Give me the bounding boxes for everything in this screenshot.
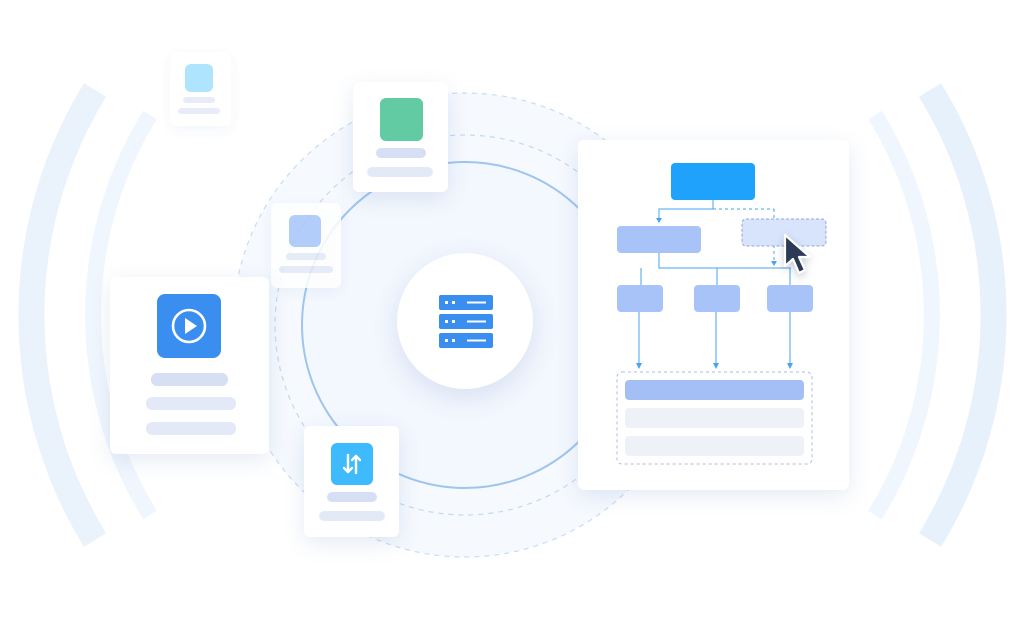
flow-output-bar-2 bbox=[625, 408, 804, 428]
green-card-bar-2 bbox=[367, 167, 433, 177]
outer-arc-right bbox=[918, 83, 1007, 547]
flow-output-bar-3 bbox=[625, 436, 804, 456]
outer-arc-left bbox=[18, 83, 107, 547]
video-card-bar-2 bbox=[146, 397, 236, 410]
light-blue-bar-2 bbox=[279, 266, 333, 273]
flow-node-root bbox=[671, 163, 755, 200]
flowchart-diagram bbox=[616, 163, 827, 465]
flow-output-group bbox=[616, 371, 813, 465]
outer-arc-right-2 bbox=[868, 110, 940, 520]
transfer-card-bar-2 bbox=[319, 511, 385, 521]
light-blue-card bbox=[271, 203, 341, 288]
small-faint-bar-2 bbox=[178, 108, 220, 114]
flow-node-child-3 bbox=[767, 285, 813, 312]
server-stack-icon bbox=[439, 295, 493, 348]
server-hub bbox=[397, 253, 533, 389]
flow-node-child-1 bbox=[617, 285, 663, 312]
green-tile bbox=[380, 98, 423, 141]
transfer-card-bar-1 bbox=[327, 492, 377, 502]
flow-output-bar-1 bbox=[625, 380, 804, 400]
small-faint-card bbox=[170, 52, 231, 126]
play-icon bbox=[171, 308, 207, 344]
video-card-bar-3 bbox=[146, 422, 236, 435]
light-blue-tile bbox=[289, 215, 321, 247]
transfer-arrows-icon bbox=[342, 453, 362, 475]
flow-node-left bbox=[617, 226, 701, 253]
green-card bbox=[353, 82, 448, 192]
video-tile bbox=[157, 294, 221, 358]
small-faint-bar-1 bbox=[183, 97, 215, 103]
video-card-bar-1 bbox=[151, 373, 228, 386]
flow-node-child-2 bbox=[694, 285, 740, 312]
green-card-bar-1 bbox=[376, 148, 426, 158]
video-card bbox=[110, 277, 269, 454]
transfer-card bbox=[304, 426, 399, 537]
light-blue-bar-1 bbox=[286, 253, 326, 260]
transfer-tile bbox=[331, 443, 373, 485]
small-faint-tile bbox=[185, 64, 213, 92]
flowchart-panel bbox=[578, 140, 849, 490]
mouse-pointer-icon bbox=[783, 233, 812, 275]
outer-arc-left-2 bbox=[85, 110, 157, 520]
